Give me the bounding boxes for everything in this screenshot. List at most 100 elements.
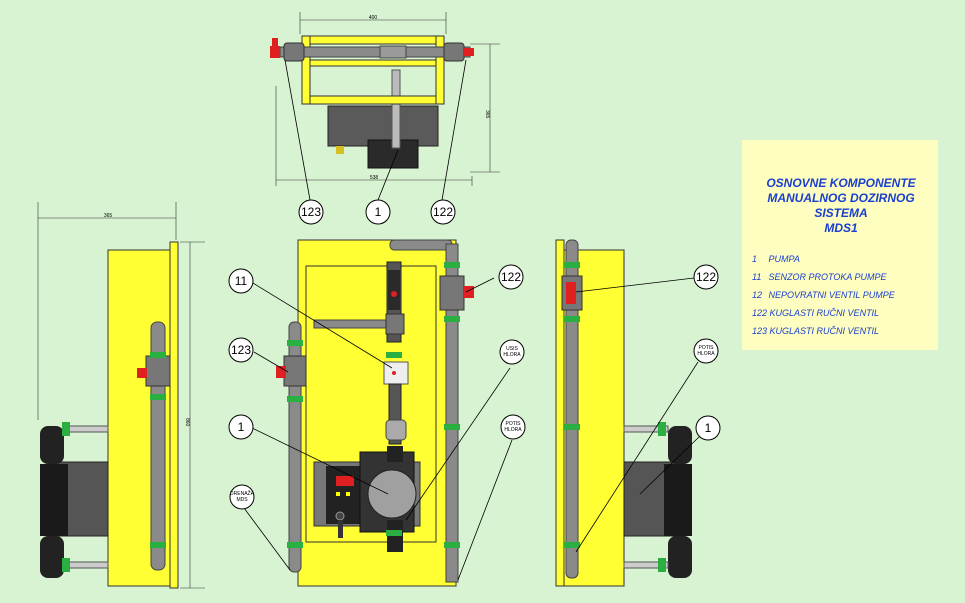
right-pump-top-head: [668, 426, 692, 464]
top-valve-left-handle: [270, 46, 280, 58]
top-pipe-union: [379, 45, 407, 59]
top-view: 400 365 538 123 1 122: [270, 12, 500, 225]
front-seal-r4: [444, 542, 460, 548]
callout-123-top-label: 123: [301, 205, 321, 219]
front-seal-l2: [287, 396, 303, 402]
callout-1-front-label: 1: [238, 420, 245, 434]
dim-top-depth: 365: [484, 110, 490, 119]
legend-item-label: PUMPA: [768, 254, 800, 264]
left-pump-seal-bottom: [62, 558, 70, 572]
legend-box: OSNOVNE KOMPONENTE MANUALNOG DOZIRNOG SI…: [742, 140, 938, 350]
tag-potis-front-line1: POTIS: [505, 421, 521, 427]
legend-item-num: 123: [752, 326, 768, 336]
legend-title: OSNOVNE KOMPONENTE MANUALNOG DOZIRNOG SI…: [752, 176, 930, 236]
callout-122-top: [430, 199, 456, 225]
legend-item-label: KUGLASTI RUČNI VENTIL: [769, 326, 880, 336]
legend-title-line2: MANUALNOG DOZIRNOG SISTEMA: [767, 191, 915, 220]
dim-top-bottom-width: 538: [370, 175, 379, 181]
left-seal-top: [150, 352, 166, 358]
legend-item-num: 1: [752, 254, 758, 264]
right-side-view: 122 POTIS HLORA 1: [555, 239, 721, 587]
legend-title-line1: OSNOVNE KOMPONENTE: [766, 176, 916, 190]
callout-123-top: [298, 199, 324, 225]
left-panel-edge: [169, 241, 179, 589]
front-top-pipe: [389, 239, 453, 251]
tag-potis-hlora-front: [500, 414, 526, 440]
left-seal-bottom: [150, 542, 166, 548]
callout-1-right-label: 1: [705, 421, 712, 435]
legend-item-num: 122: [752, 308, 768, 318]
tag-usis-line2: HLORA: [503, 352, 521, 358]
front-seal-r3: [444, 424, 460, 430]
legend-item-label: NEPOVRATNI VENTIL PUMPE: [768, 290, 895, 300]
callout-122-front: [498, 264, 524, 290]
front-valve-122-body: [439, 275, 465, 311]
front-pump-diaphragm: [367, 469, 417, 519]
tag-drenaza-line1: DRENAŽA: [230, 489, 255, 497]
callout-122-top-label: 122: [433, 205, 453, 219]
left-pump-bottom-head: [40, 536, 64, 578]
front-seal-r2: [444, 316, 460, 322]
left-pump-top-head: [40, 426, 64, 464]
top-pump-fitting: [336, 146, 344, 154]
right-pump-bottom-head: [668, 536, 692, 578]
callout-123-front: [228, 337, 254, 363]
tag-potis-hlora-right: [693, 338, 719, 364]
legend-item-num: 12: [752, 290, 763, 300]
top-frame-bottom: [301, 95, 445, 105]
tag-usis-line1: USIS: [506, 346, 518, 352]
front-valve-122-handle: [464, 286, 474, 298]
front-seal-l3: [287, 542, 303, 548]
front-check-valve-mark: [391, 291, 397, 297]
tag-potis-right-line2: HLORA: [697, 351, 715, 357]
top-frame-right: [435, 35, 445, 105]
front-seal-l1: [287, 340, 303, 346]
legend-item-label: KUGLASTI RUČNI VENTIL: [769, 308, 880, 318]
left-seal-mid: [150, 394, 166, 400]
tag-potis-right-line1: POTIS: [698, 345, 714, 351]
legend-item: 122 KUGLASTI RUČNI VENTIL: [752, 304, 930, 322]
front-valve-123-body: [283, 355, 307, 387]
legend-item: 12 NEPOVRATNI VENTIL PUMPE: [752, 286, 930, 304]
left-side-view: 365 860: [37, 202, 205, 589]
legend-item: 1 PUMPA: [752, 250, 930, 268]
legend-title-line3: MDS1: [824, 221, 858, 235]
dim-top-width: 400: [369, 15, 378, 21]
top-valve-left-stem: [272, 38, 278, 48]
front-pump-display: [336, 476, 354, 486]
front-seal-c1: [386, 352, 402, 358]
callout-1-top: [365, 199, 391, 225]
front-view: 11 123 1 122 USIS HLORA POTIS HLORA DREN…: [228, 239, 526, 587]
callout-122-right: [693, 264, 719, 290]
left-pump-pipe-top: [63, 425, 109, 433]
callout-11-label: 11: [235, 274, 248, 288]
front-horizontal-pipe: [313, 319, 395, 329]
top-frame-top: [301, 35, 445, 45]
callout-1-front: [228, 414, 254, 440]
legend-item-num: 11: [752, 272, 762, 282]
callout-122-right-label: 122: [696, 270, 716, 284]
tag-usis-hlora: [499, 339, 525, 365]
right-valve-handle: [566, 282, 576, 304]
top-valve-right-body: [443, 42, 465, 62]
left-pump-housing: [40, 464, 68, 536]
top-frame-left: [301, 35, 311, 105]
dim-side-height: 860: [184, 418, 190, 427]
front-nut: [385, 419, 407, 441]
top-vertical-pipe: [391, 69, 401, 149]
callout-122-front-label: 122: [501, 270, 521, 284]
tag-potis-front-line2: HLORA: [504, 427, 522, 433]
top-valve-right-handle: [464, 48, 474, 56]
top-valve-left-body: [283, 42, 305, 62]
left-pump-seal-top: [62, 422, 70, 436]
callout-11: [228, 268, 254, 294]
front-seal-r1: [444, 262, 460, 268]
dim-side-depth: 365: [104, 213, 113, 219]
right-pipe: [565, 239, 579, 579]
legend-item: 123 KUGLASTI RUČNI VENTIL: [752, 322, 930, 340]
front-pump-inlet: [387, 446, 403, 462]
front-valve-123-handle: [276, 366, 286, 378]
legend-item-label: SENZOR PROTOKA PUMPE: [768, 272, 887, 282]
callout-123-front-label: 123: [231, 343, 251, 357]
